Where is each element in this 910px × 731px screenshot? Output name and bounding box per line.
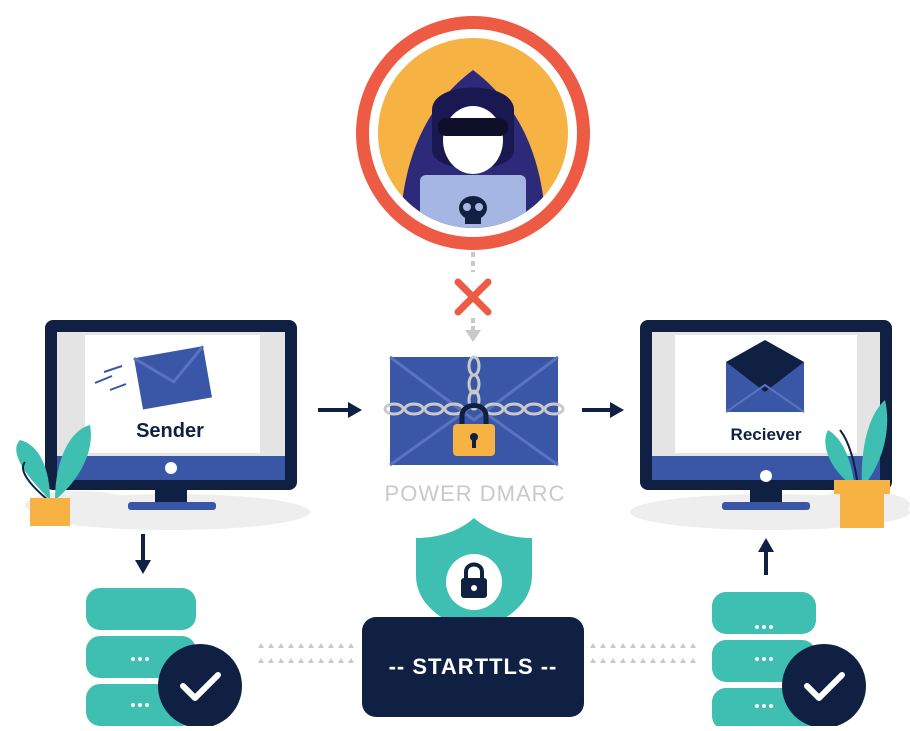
monitor-icon-sender: [45, 320, 297, 510]
plant-icon-right: [825, 400, 890, 528]
envelope-icon-receiver: [725, 340, 805, 413]
plant-icon-left: [16, 425, 91, 526]
arrow-icon-right-2: [582, 402, 624, 418]
chain-icon: [383, 355, 565, 416]
monitor-icon-receiver: [640, 320, 892, 510]
attack-path: [454, 252, 492, 342]
envelope-icon-sender: [133, 345, 212, 410]
skull-icon: [459, 196, 487, 224]
hacker-icon: [356, 16, 590, 250]
check-icon-right: [782, 644, 866, 728]
arrow-icon-up: [758, 538, 774, 575]
receiver-label: Reciever: [730, 425, 802, 444]
check-icon-left: [158, 644, 242, 728]
shield-icon: [416, 518, 532, 632]
secure-channel-track: [258, 643, 696, 663]
locked-envelope-icon: [383, 355, 565, 467]
arrow-icon-down: [135, 534, 151, 574]
starttls-badge: -- STARTTLS --: [362, 617, 584, 717]
brand-logo-text: POWER DMARC: [384, 481, 566, 506]
arrow-icon-right-1: [318, 402, 362, 418]
blocked-x-icon: [454, 278, 492, 316]
padlock-icon: [453, 403, 495, 456]
sender-label: Sender: [136, 420, 204, 442]
